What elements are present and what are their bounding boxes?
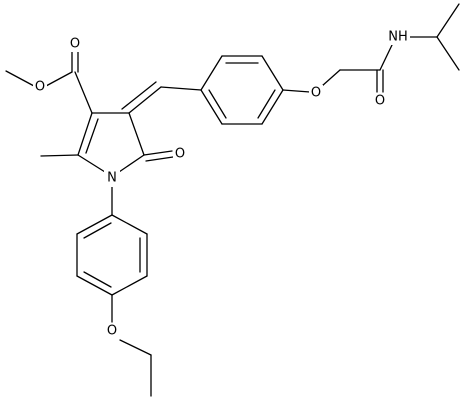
atom-label-text: N [107,171,117,186]
bond-amide-carbon-n [379,44,393,71]
bond-ring-c3-c2-inner [85,118,99,154]
bond-methyl-o [5,70,35,87]
bond-benzB-1-inner [83,222,112,239]
bond-ring-c5-c4 [128,112,145,156]
bond-ether-o-ch2 [321,69,341,87]
bond-ethoxy-o-ch2 [119,339,152,356]
bond-benzB-4 [111,275,148,296]
bond-c2-methyl [40,154,79,157]
atom-ethoxy-oxygen: O [105,323,119,339]
bond-benzA-4-inner [257,89,276,119]
atom-labels: O O O N O NH O O [33,29,410,339]
bond-benzB-1 [76,214,113,235]
atom-label-text: O [107,324,117,339]
bond-benzA-1 [200,55,223,91]
bond-benzA-6-inner [208,89,227,119]
atom-aryl-ether-oxygen: O [309,85,323,101]
atom-label-text: O [175,147,185,162]
bond-ring-c3-c2 [77,112,93,156]
bond-benzA-3 [261,55,284,91]
atom-label-text: O [35,80,45,95]
bonds [5,3,460,397]
bond-lactam-carbonyl-b [145,156,174,162]
bond-benzA-6 [200,89,223,125]
bond-benzB-6 [111,214,148,235]
bond-benzA-4 [261,89,284,125]
atom-amide-nitrogen: NH [386,29,410,45]
bond-aryl-ether-o [282,89,311,93]
bond-o-ester-carbon [45,71,73,87]
atom-ester-carbonyl-oxygen: O [68,36,82,52]
atom-label-text: O [311,86,321,101]
atom-lactam-carbonyl-oxygen: O [173,146,187,162]
bond-ring-n-c5 [118,154,145,173]
bond-isopropyl-me1 [436,3,460,38]
bond-ester-carbon-ring [74,71,93,114]
atom-ring-nitrogen: N [104,170,120,187]
atom-amide-carbonyl-oxygen: O [373,93,387,109]
bond-benzB-3 [76,275,113,296]
atom-label-text: NH [388,30,408,45]
bond-ring-c2-n [77,154,106,173]
bond-benzB-3-inner [83,271,112,288]
atom-label-text: O [375,94,385,109]
bond-isopropyl-me2 [436,36,460,71]
bond-lactam-carbonyl-a [143,150,173,156]
atom-label-text: O [70,37,80,52]
bond-methine-aryl [160,86,202,91]
atom-ester-ether-oxygen: O [33,79,47,95]
bond-exocyclic-a [128,86,162,114]
bond-exocyclic-b [121,81,157,110]
